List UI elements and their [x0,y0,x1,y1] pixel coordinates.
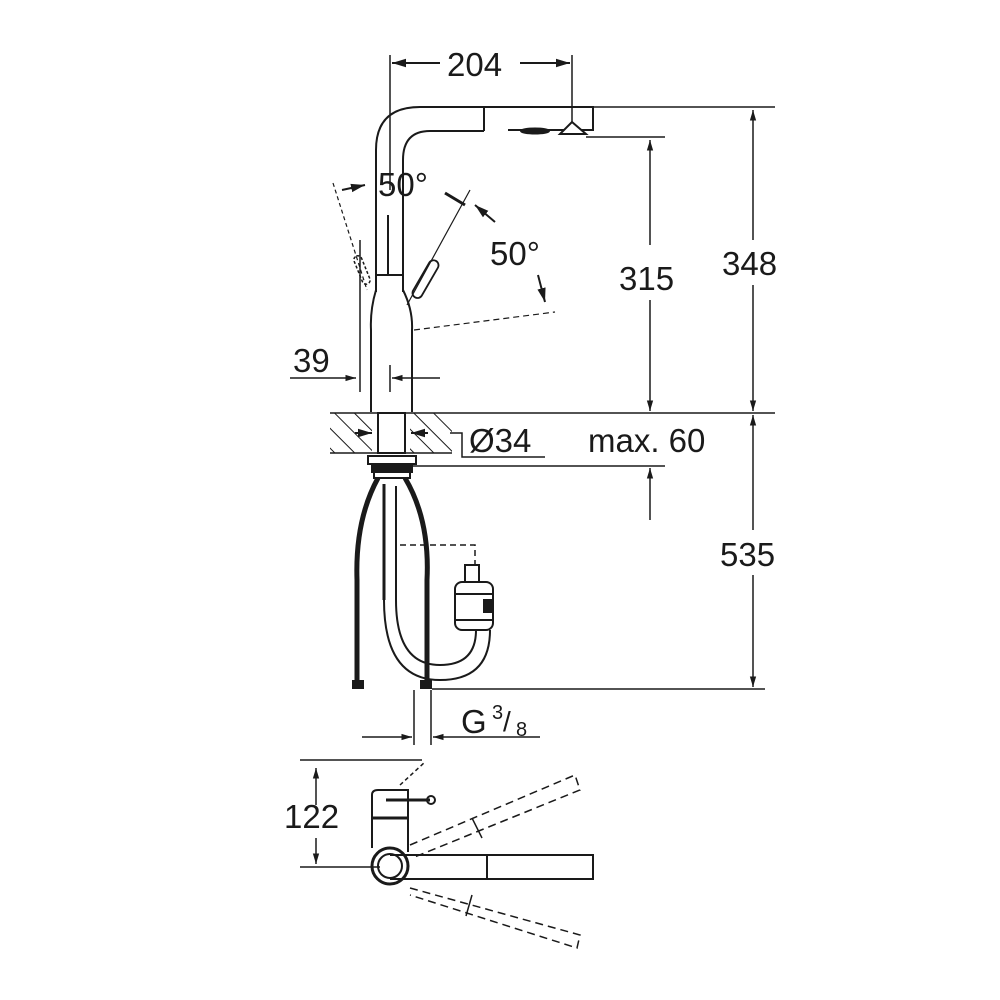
supply-hoses [352,476,494,689]
label-total-height: 348 [722,245,778,282]
faucet-body [369,215,414,412]
sink-deck [330,412,775,479]
label-connection-thread: G [461,703,487,740]
label-max-deck-thickness: max. 60 [588,422,706,459]
label-hose-length: 535 [720,536,776,573]
faucet-spout [375,106,594,215]
label-hole-diameter: Ø34 [469,422,532,459]
label-thread-denominator: 8 [516,719,528,741]
dim-connection-thread [362,690,540,745]
label-spout-outlet-height: 315 [619,260,675,297]
label-swivel-height: 122 [284,798,340,835]
dim-body-offset [290,365,440,392]
label-thread-numerator: 3 [492,702,504,724]
dim-hose-length [432,415,765,690]
label-spout-reach: 204 [447,46,503,83]
faucet-top-view [300,759,594,949]
label-lever-angle-left: 50° [378,166,428,203]
dim-spout-reach [389,55,573,190]
lever-positions [332,182,556,392]
label-body-offset: 39 [293,342,330,379]
label-thread-slash: / [503,706,511,737]
label-lever-angle-right: 50° [490,235,540,272]
